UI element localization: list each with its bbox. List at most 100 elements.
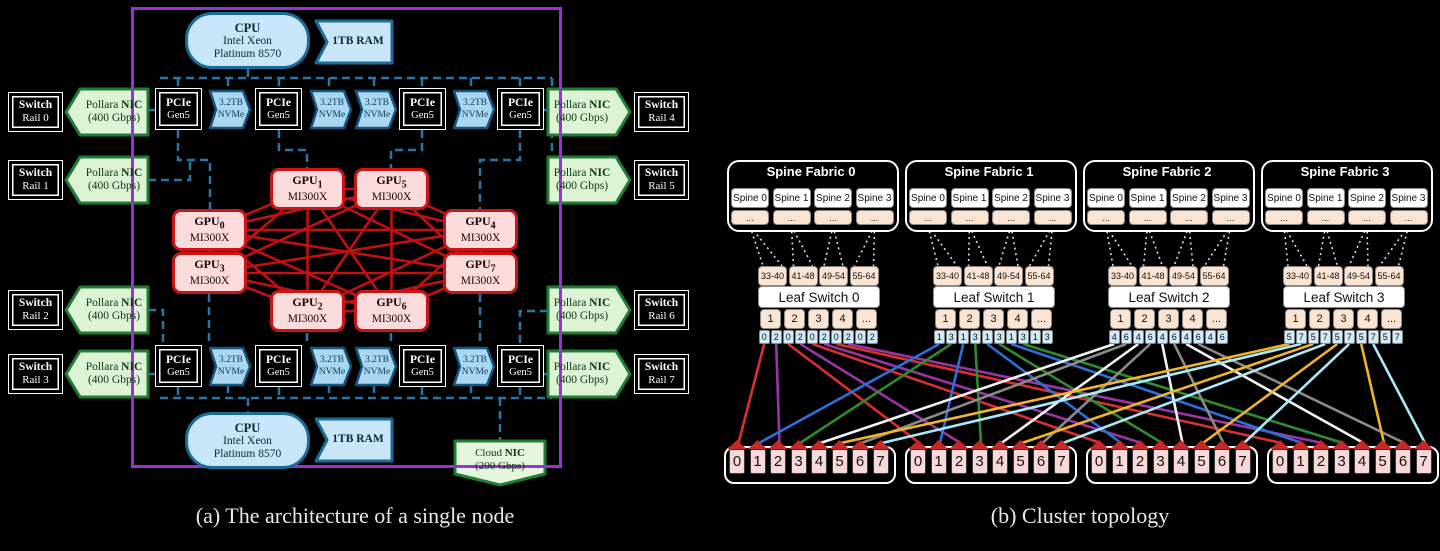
pollara-nic-label: Pollara NIC (400 Gbps): [553, 166, 611, 192]
cloud-nic-label: Cloud NIC (200 Gbps): [475, 447, 525, 472]
rail-label: Rail 5: [648, 180, 675, 193]
leaf-node-port-box: 4: [1133, 330, 1144, 344]
spine-box: Spine 3: [855, 188, 894, 208]
leaf-node-link: [820, 342, 1115, 445]
caption-a: (a) The architecture of a single node: [195, 503, 515, 528]
node-gpu-roof-icon: [1393, 440, 1413, 449]
spine-box: Spine 1: [950, 188, 989, 208]
leaf-node-port-box: 5: [1284, 330, 1295, 344]
leaf-port-range-box: 55-64: [1374, 266, 1404, 286]
node-gpu-roof-icon: [1233, 440, 1252, 449]
node-gpu-box: 0: [910, 449, 926, 474]
node-gpu-roof-icon: [1052, 440, 1071, 449]
leaf-port-box: 3: [1333, 309, 1354, 329]
nvme-shape: [452, 89, 496, 130]
node-gpu-box: 2: [1313, 449, 1329, 474]
gpu-index: 4: [490, 220, 496, 232]
node-gpu-roof-icon: [850, 440, 870, 449]
spine-leaf-dotted-link: [1378, 225, 1410, 267]
gpu-box: GPU4 MI300X: [443, 209, 518, 251]
node-gpu-roof-icon: [970, 440, 989, 449]
leaf-node-port-box: 7: [1296, 330, 1307, 344]
nvme-shape: [309, 89, 353, 130]
leaf-node-port-box: 5: [1356, 330, 1367, 344]
leaf-switch-name: Leaf Switch 2: [1108, 286, 1230, 308]
node-gpu-box: 7: [1234, 449, 1251, 474]
leaf-node-port-box: 1: [958, 330, 969, 344]
gpu-index: 5: [401, 179, 407, 191]
spine-box: Spine 1: [1306, 188, 1345, 208]
leaf-port-range-box: 33-40: [1283, 266, 1312, 286]
spine-leaf-dotted-link: [832, 225, 844, 267]
node-gpu-box: 3: [971, 449, 988, 474]
spine-leaf-dotted-link: [790, 225, 795, 267]
leaf-port-box: 4: [832, 309, 853, 329]
spine-leaf-dotted-link: [927, 225, 939, 267]
leaf-node-port-box: 6: [1121, 330, 1132, 344]
pollara-nic-shape: [64, 285, 150, 335]
node-gpu-box: 1: [1292, 449, 1309, 474]
leaf-port-box: 4: [1007, 309, 1028, 329]
leaf-node-port-box: 4: [1109, 330, 1120, 344]
gpu-index: 3: [219, 263, 225, 275]
node-gpu-box: 6: [1214, 449, 1230, 474]
spine-leaf-dotted-link: [790, 225, 814, 267]
spine-ellipsis-box: ...: [1087, 210, 1125, 225]
leaf-port-box: 1: [935, 309, 956, 329]
leaf-node-link: [823, 342, 1142, 445]
nvme-shape: [354, 89, 398, 130]
leaf-port-box: 4: [1182, 309, 1203, 329]
node-gpu-box: 4: [1173, 449, 1189, 474]
spine-box: Spine 0: [1087, 188, 1125, 208]
spine-fabric-title: Spine Fabric 1: [944, 164, 1034, 179]
leaf-node-port-box: 4: [1205, 330, 1216, 344]
spine-ellipsis-box: ...: [1389, 210, 1428, 225]
gpu-index: 6: [401, 301, 407, 313]
ram-shapes: [314, 19, 394, 463]
leaf-node-port-box: 1: [982, 330, 993, 344]
spine-leaf-dotted-link: [1222, 225, 1232, 267]
gpu-chip: MI300X: [287, 190, 328, 203]
cpu-title: CPU: [234, 20, 261, 35]
leaf-node-link: [1062, 342, 1326, 445]
spine-box: Spine 2: [814, 188, 852, 208]
rail-label: Rail 6: [648, 310, 675, 323]
spine-ellipsis-box: ...: [1128, 210, 1167, 225]
leaf-node-port-box: 5: [1308, 330, 1319, 344]
spine-leaf-dotted-link: [968, 225, 989, 267]
leaf-port-box: 2: [784, 309, 805, 329]
leaf-port-box: 1: [1110, 309, 1131, 329]
leaf-port-box: 1: [1285, 309, 1306, 329]
cpu-model-line: Platinum 8570: [213, 47, 282, 60]
spine-leaf-dotted-link: [749, 225, 783, 267]
spine-box: Spine 2: [1348, 188, 1386, 208]
gpu-box: GPU5 MI300X: [354, 168, 429, 210]
leaf-port-box: 3: [983, 309, 1004, 329]
pollara-nic-label: Pollara NIC (400 Gbps): [85, 296, 143, 322]
node-gpu-box: 7: [1053, 449, 1070, 474]
spine-ellipsis-box: ...: [1033, 210, 1072, 225]
leaf-node-link: [787, 342, 921, 445]
pollara-nic-label: Pollara NIC (400 Gbps): [553, 296, 611, 322]
gpu-chip: MI300X: [460, 274, 501, 287]
spine-leaf-dotted-link: [1283, 225, 1289, 267]
spine-leaf-dotted-link: [1105, 225, 1133, 267]
leaf-port-range-box: 55-64: [849, 266, 879, 286]
pollara-nic-shape: [546, 155, 632, 205]
pollara-nic-shape: [64, 349, 150, 399]
leaf-port-range-box: 33-40: [758, 266, 787, 286]
leaf-port-range-box: 41-48: [963, 266, 993, 286]
nvme-shapes: [208, 89, 496, 387]
leaf-port-range-box: 41-48: [1138, 266, 1168, 286]
spine-ellipsis-box: ...: [1348, 210, 1386, 225]
node-gpu-box: 2: [951, 449, 967, 474]
leaf-node-port-box: 2: [795, 330, 806, 344]
node-gpu-roof-icon: [1110, 440, 1129, 449]
leaf-node-port-box: 0: [807, 330, 818, 344]
pollara-nic-label: Pollara NIC (400 Gbps): [85, 360, 143, 386]
